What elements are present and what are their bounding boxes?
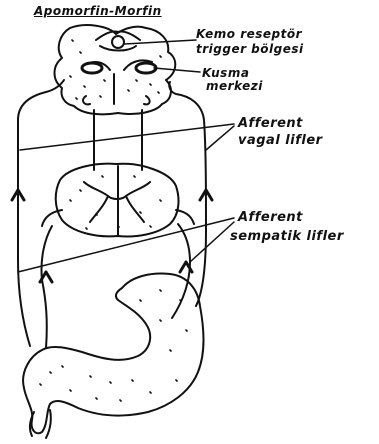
- label-sympathetic-line1: Afferent: [238, 210, 303, 225]
- label-vagal-line1: Afferent: [238, 116, 303, 131]
- label-vomiting-center-line2: merkezi: [206, 79, 263, 93]
- vagal-fiber-left: [18, 80, 64, 346]
- label-vagal-line2: vagal lifler: [238, 133, 323, 148]
- leader-vagal-2: [206, 126, 234, 150]
- vomiting-center-left: [82, 63, 102, 73]
- leader-vomiting-center: [154, 68, 200, 72]
- sympathetic-fiber-left: [41, 226, 52, 348]
- vomiting-center-right: [136, 63, 156, 73]
- chemoreceptor-trigger-zone: [112, 36, 124, 48]
- spinal-cord-grey-matter: [84, 166, 150, 236]
- leader-symp-1: [18, 218, 234, 272]
- leader-vagal-1: [20, 124, 234, 150]
- label-chemoreceptor-line2: trigger bölgesi: [196, 42, 304, 56]
- vagal-fiber-right: [169, 82, 206, 306]
- label-chemoreceptor-line1: Kemo reseptör: [196, 27, 302, 41]
- diagram-title: Apomorfin-Morfin: [34, 4, 162, 18]
- label-vomiting-center-line1: Kusma: [202, 66, 249, 80]
- medulla-inner-lines: [86, 60, 152, 104]
- medulla-nuclei: [83, 96, 150, 104]
- label-sympathetic-line2: sempatik lifler: [230, 229, 344, 244]
- leader-chemoreceptor: [124, 40, 196, 44]
